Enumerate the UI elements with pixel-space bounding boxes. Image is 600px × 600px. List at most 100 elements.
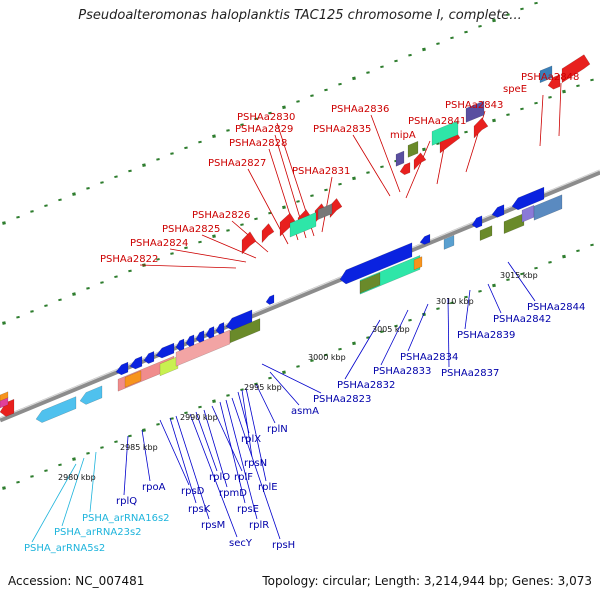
tick-mark <box>72 457 76 461</box>
gene-glyph <box>465 100 485 123</box>
leader-line <box>370 114 401 193</box>
feature-label: rplF <box>234 472 253 483</box>
leader-line <box>447 297 450 368</box>
gene-glyph <box>511 186 545 211</box>
tick-mark <box>366 71 370 74</box>
tick-mark <box>576 84 580 88</box>
leader-line <box>189 413 238 538</box>
tick-mark <box>254 382 258 386</box>
feature-label: PSHAa2829 <box>235 124 293 135</box>
tick-mark <box>478 289 482 293</box>
tick-mark <box>534 1 538 5</box>
tick-mark <box>282 370 286 375</box>
feature-label: PSHA_arRNA23s2 <box>54 527 142 538</box>
tick-mark <box>338 82 342 86</box>
feature-label: PSHAa2837 <box>441 368 499 379</box>
tick-mark <box>2 486 6 490</box>
tick-mark <box>226 394 230 397</box>
leader-line <box>139 264 237 269</box>
gene-glyph <box>115 361 129 376</box>
feature-label: rplE <box>258 482 278 493</box>
leader-line <box>321 176 333 233</box>
leader-line <box>231 397 281 540</box>
leader-line <box>245 387 267 482</box>
tick-mark <box>254 117 258 121</box>
tick-mark <box>212 399 216 404</box>
tick-mark <box>86 451 90 455</box>
leader-line <box>225 399 258 520</box>
gene-glyph <box>503 213 525 235</box>
tick-mark <box>128 169 132 173</box>
tick-mark <box>450 301 454 305</box>
feature-label: rpoA <box>142 482 166 493</box>
tick-mark <box>296 100 300 103</box>
tick-mark <box>226 129 230 132</box>
tick-mark <box>310 194 314 198</box>
leader-line <box>269 371 300 406</box>
tick-mark <box>198 405 202 409</box>
accession-text: Accession: NC_007481 <box>8 574 145 588</box>
gene-glyph <box>143 350 155 364</box>
map-title: Pseudoalteromonas haloplanktis TAC125 ch… <box>78 8 522 23</box>
gene-glyph <box>479 225 493 241</box>
leader-line <box>344 319 381 380</box>
feature-label: PSHAa2824 <box>130 238 188 249</box>
tick-mark <box>184 146 188 150</box>
feature-label: PSHAa2841 <box>408 116 466 127</box>
tick-mark <box>226 229 230 232</box>
feature-label: PSHAa2828 <box>229 138 287 149</box>
leader-line <box>464 289 471 330</box>
tick-mark <box>520 272 524 276</box>
tick-mark <box>30 310 34 313</box>
tick-mark <box>422 47 426 52</box>
leader-line <box>487 283 502 314</box>
leader-line <box>539 94 544 147</box>
feature-glyphs <box>0 54 591 423</box>
backbone-highlight <box>0 169 600 419</box>
tick-mark <box>44 204 48 207</box>
feature-label: rplQ <box>116 496 137 507</box>
ruler-label: 3005 kbp <box>372 325 410 334</box>
gene-glyph <box>35 396 77 423</box>
ruler-label: 3015 kbp <box>500 271 538 280</box>
tick-mark <box>170 252 174 255</box>
tick-mark <box>534 266 538 270</box>
tick-mark <box>590 78 594 82</box>
tick-mark <box>310 94 314 98</box>
gene-glyph <box>185 334 195 347</box>
tick-mark <box>100 446 104 449</box>
ruler-label: 2985 kbp <box>120 443 158 452</box>
tick-mark <box>324 188 328 192</box>
feature-label: rplR <box>249 520 269 531</box>
gene-glyph <box>225 309 253 331</box>
leader-line <box>169 248 247 263</box>
tick-mark <box>282 105 286 110</box>
tick-mark <box>184 411 188 415</box>
tick-mark <box>464 295 468 299</box>
tick-mark <box>72 192 76 196</box>
tick-mark <box>380 330 384 334</box>
tick-mark <box>352 176 356 181</box>
tick-mark <box>506 278 510 282</box>
tick-mark <box>394 59 398 63</box>
gene-glyph <box>215 322 225 335</box>
leader-line <box>89 451 97 513</box>
tick-mark <box>492 18 496 23</box>
tick-mark <box>212 234 216 239</box>
feature-label: rpsE <box>237 504 259 515</box>
ruler-label: 2995 kbp <box>244 383 282 392</box>
feature-label: PSHAa2827 <box>208 158 266 169</box>
feature-label: PSHAa2823 <box>313 394 371 405</box>
tick-mark <box>352 341 356 346</box>
gene-glyph <box>317 203 333 220</box>
tick-mark <box>30 475 34 478</box>
tick-mark <box>58 298 62 302</box>
gene-glyph <box>0 391 9 402</box>
gene-glyph <box>124 370 142 388</box>
feature-label: rpmD <box>219 488 247 499</box>
leader-line <box>241 389 253 458</box>
tick-mark <box>184 246 188 250</box>
feature-label: PSHAa2842 <box>493 314 551 325</box>
leader-line <box>169 417 197 504</box>
